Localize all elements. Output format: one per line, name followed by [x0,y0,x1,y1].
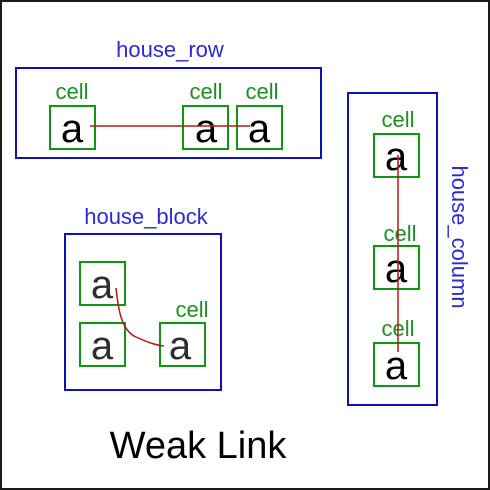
cell-box [236,105,283,150]
cell-value: a [169,324,192,368]
cell-value: a [385,344,408,388]
cell-value: a [91,324,114,368]
house-column-cell-3: cell a [373,316,420,388]
house-block-box [64,233,222,391]
house-column-cell-2: cell a [373,221,420,291]
house-row-label: house_row [116,37,224,62]
house-column: house_column cell a cell a cell a [347,92,472,406]
cell-box [182,105,229,150]
cell-caption: cell [245,79,278,104]
cell-caption: cell [383,221,416,246]
cell-box [373,342,420,387]
cell-box [79,322,126,367]
house-block: house_block a a cell a [64,204,222,391]
house-block-cell-1: a [79,261,126,307]
cell-caption: cell [55,79,88,104]
house-block-label: house_block [84,204,209,229]
cell-value: a [61,107,84,151]
diagram-title: Weak Link [110,425,288,467]
cell-value: a [248,107,271,151]
house-column-box [347,92,438,406]
house-column-label: house_column [447,165,472,308]
house-row-cell-2: cell a [182,79,229,151]
cell-caption: cell [175,297,208,322]
cell-caption: cell [381,107,414,132]
house-row-cell-1: cell a [49,79,96,151]
house-row-cell-3: cell a [236,79,283,151]
cell-box [159,322,206,367]
house-block-cell-3: cell a [159,297,209,368]
cell-value: a [385,135,408,179]
house-column-cell-1: cell a [373,107,420,179]
cell-value: a [91,263,114,307]
cell-value: a [195,107,218,151]
cell-box [373,133,420,178]
weak-link-curve-block [115,287,165,347]
cell-value: a [385,247,408,291]
cell-caption: cell [189,79,222,104]
house-block-cell-2: a [79,322,126,368]
house-row: house_row cell a cell a cell a [15,37,322,159]
cell-box [49,105,96,150]
house-row-box [15,67,322,159]
cell-box [373,245,420,290]
